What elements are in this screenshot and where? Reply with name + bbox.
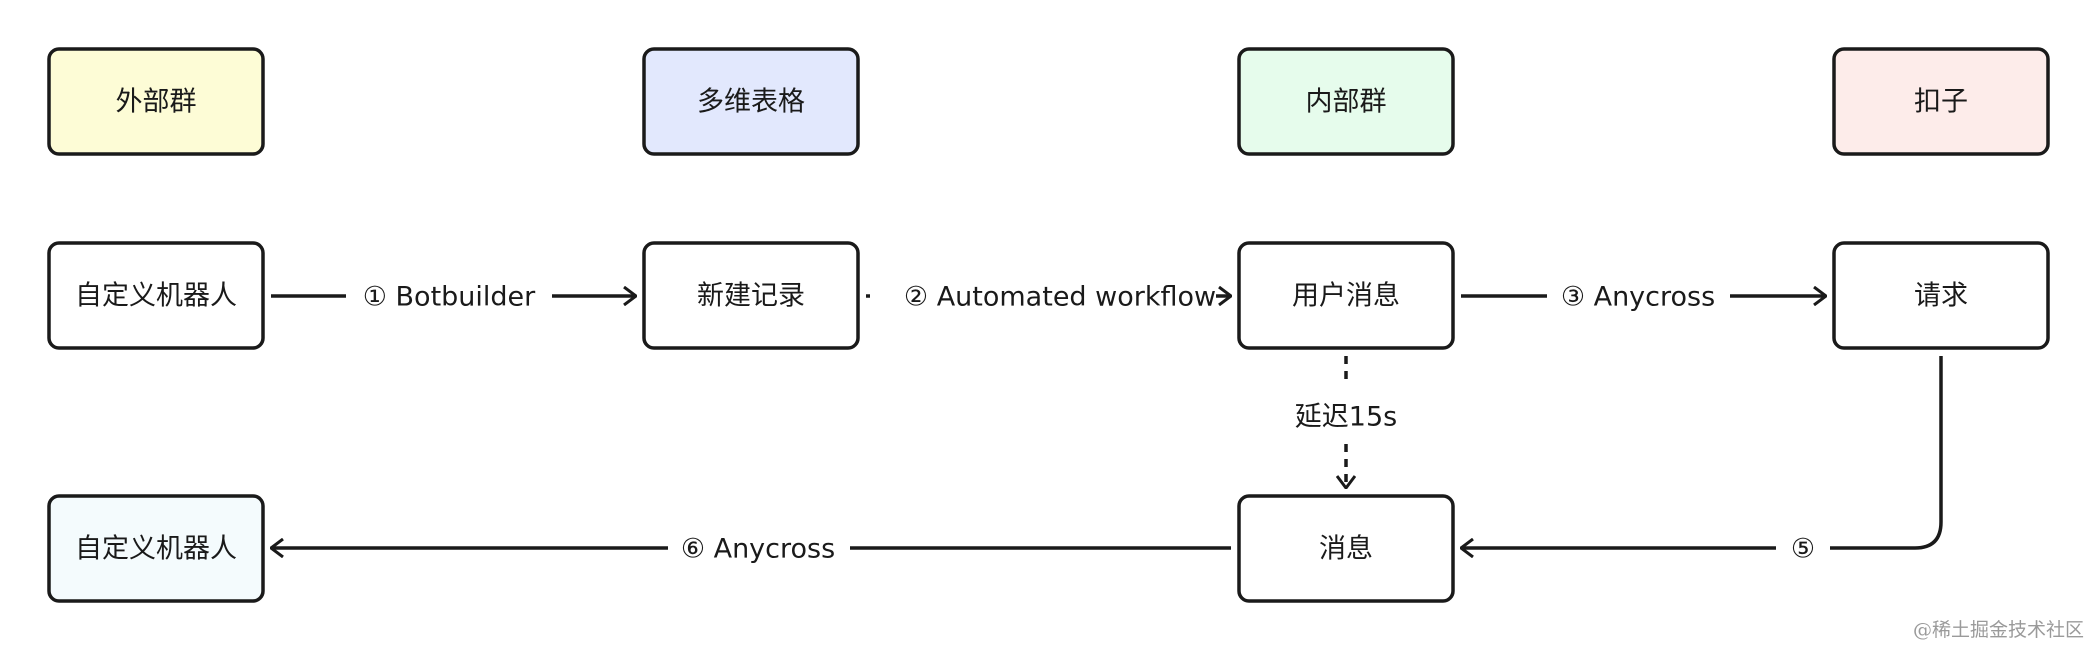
edge-delay: 延迟15s (1295, 356, 1397, 488)
edge-label: ② Automated workflow (904, 282, 1216, 313)
watermark: @稀土掘金技术社区 (1912, 619, 2084, 641)
node-custom-bot-top: 自定义机器人 (47, 241, 265, 350)
edge-label: ① Botbuilder (363, 282, 536, 313)
edge-label: ③ Anycross (1561, 282, 1715, 313)
edge-botbuilder: ① Botbuilder (271, 282, 636, 313)
lane-label: 多维表格 (697, 87, 805, 118)
lane-label: 扣子 (1914, 87, 1968, 118)
edge-label: 延迟15s (1295, 402, 1397, 433)
node-label: 消息 (1319, 534, 1373, 565)
edge-anycross-reply: ⑥ Anycross (271, 534, 1231, 565)
edge-label: ⑤ (1791, 534, 1815, 565)
lane-label: 外部群 (116, 87, 197, 118)
node-message: 消息 (1237, 494, 1455, 603)
edge-label: ⑥ Anycross (681, 534, 835, 565)
edge-request-to-message: ⑤ (1461, 356, 1943, 565)
node-label: 自定义机器人 (75, 534, 237, 565)
node-label: 自定义机器人 (75, 281, 237, 312)
node-label: 用户消息 (1292, 281, 1400, 312)
node-new-record: 新建记录 (642, 241, 860, 350)
lane-label: 内部群 (1306, 87, 1387, 118)
node-user-message: 用户消息 (1237, 241, 1455, 350)
lane-header-external-group: 外部群 (47, 47, 265, 156)
lane-header-multidim-table: 多维表格 (642, 47, 860, 156)
node-label: 新建记录 (697, 281, 805, 312)
lane-header-coze: 扣子 (1832, 47, 2050, 156)
node-custom-bot-bottom: 自定义机器人 (47, 494, 265, 603)
node-request: 请求 (1832, 241, 2050, 350)
edge-automated-workflow: ② Automated workflow (866, 282, 1231, 313)
edge-anycross-request: ③ Anycross (1461, 282, 1826, 313)
edge-line (1830, 356, 1943, 550)
node-label: 请求 (1914, 281, 1968, 312)
lane-header-internal-group: 内部群 (1237, 47, 1455, 156)
